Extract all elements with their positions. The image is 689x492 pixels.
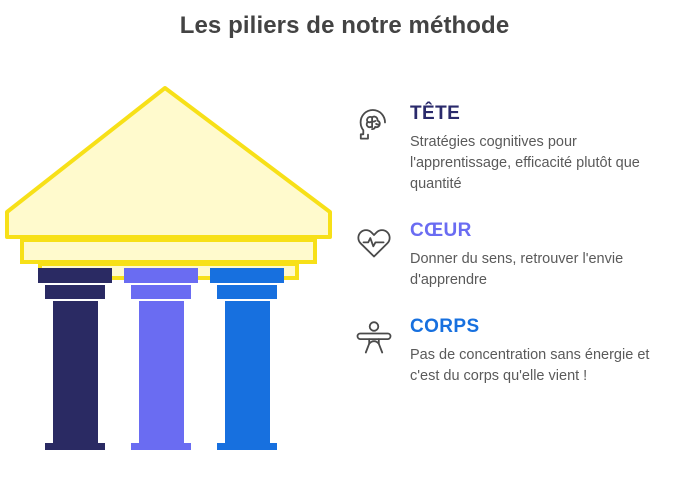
column-corps-echinus [217,285,277,299]
pillar-text-tete: Stratégies cognitives pour l'apprentissa… [410,134,640,193]
pillar-heading-tete: TÊTE [410,103,461,124]
page-title: Les piliers de notre méthode [179,12,510,39]
pillars-list: TÊTE Stratégies cognitives pour l'appren… [352,100,682,409]
body-person-icon [352,316,396,360]
pediment-architrave [20,238,317,264]
column-tete-echinus [45,285,105,299]
column-corps-shaft [225,301,270,450]
column-coeur [124,268,198,450]
pediment-triangle [5,86,332,239]
pillar-body-corps: CORPS Pas de concentration sans énergie … [410,313,682,387]
column-coeur-shaft [139,301,184,450]
pillar-body-tete: TÊTE Stratégies cognitives pour l'appren… [410,100,682,195]
column-tete [38,268,112,450]
column-corps-abacus [210,268,284,283]
column-coeur-echinus [131,285,191,299]
pillar-text-coeur: Donner du sens, retrouver l'envie d'appr… [410,251,624,289]
pillar-body-coeur: CŒUR Donner du sens, retrouver l'envie d… [410,217,682,291]
column-coeur-abacus [124,268,198,283]
head-brain-icon [352,103,396,147]
temple-illustration [0,80,340,450]
pillar-text-corps: Pas de concentration sans énergie et c'e… [410,347,650,385]
pillar-item-corps: CORPS Pas de concentration sans énergie … [352,313,682,387]
heart-pulse-icon [352,220,396,264]
pillar-heading-coeur: CŒUR [410,220,472,242]
pillar-item-tete: TÊTE Stratégies cognitives pour l'appren… [352,100,682,195]
column-tete-base-1 [45,443,105,450]
column-coeur-base-1 [131,443,191,450]
pillar-heading-corps: CORPS [410,316,480,338]
column-tete-abacus [38,268,112,283]
column-corps [210,268,284,450]
temple-pediment [5,86,332,280]
column-tete-shaft [53,301,98,450]
pillar-item-coeur: CŒUR Donner du sens, retrouver l'envie d… [352,217,682,291]
column-corps-base-1 [217,443,277,450]
